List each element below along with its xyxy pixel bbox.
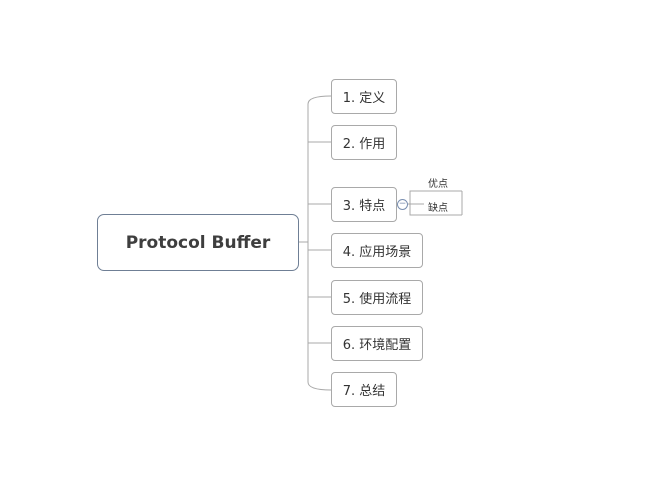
topic-label: 7. 总结 bbox=[342, 384, 386, 399]
connector-sub-bottom bbox=[409, 204, 462, 216]
topic-use-cases[interactable]: 4. 应用场景 bbox=[331, 233, 423, 268]
subtopic-disadvantages[interactable]: 缺点 bbox=[428, 203, 448, 214]
topic-label: 6. 环境配置 bbox=[342, 338, 412, 353]
collapse-minus-icon[interactable]: − bbox=[397, 199, 408, 210]
topic-definition[interactable]: 1. 定义 bbox=[331, 79, 397, 114]
topic-summary[interactable]: 7. 总结 bbox=[331, 372, 397, 407]
subtopic-advantages[interactable]: 优点 bbox=[428, 179, 448, 190]
topic-label: 1. 定义 bbox=[342, 91, 386, 106]
root-topic-protocol-buffer[interactable]: Protocol Buffer bbox=[97, 214, 299, 271]
topic-label: 4. 应用场景 bbox=[342, 245, 412, 260]
topic-environment-setup[interactable]: 6. 环境配置 bbox=[331, 326, 423, 361]
topic-purpose[interactable]: 2. 作用 bbox=[331, 125, 397, 160]
connector-sub-split bbox=[408, 190, 462, 205]
root-topic-label: Protocol Buffer bbox=[125, 232, 271, 253]
topic-label: 5. 使用流程 bbox=[342, 292, 412, 307]
connector-trunk bbox=[307, 95, 332, 391]
topic-features[interactable]: 3. 特点 bbox=[331, 187, 397, 222]
topic-usage-flow[interactable]: 5. 使用流程 bbox=[331, 280, 423, 315]
topic-label: 3. 特点 bbox=[342, 199, 386, 214]
topic-label: 2. 作用 bbox=[342, 137, 386, 152]
